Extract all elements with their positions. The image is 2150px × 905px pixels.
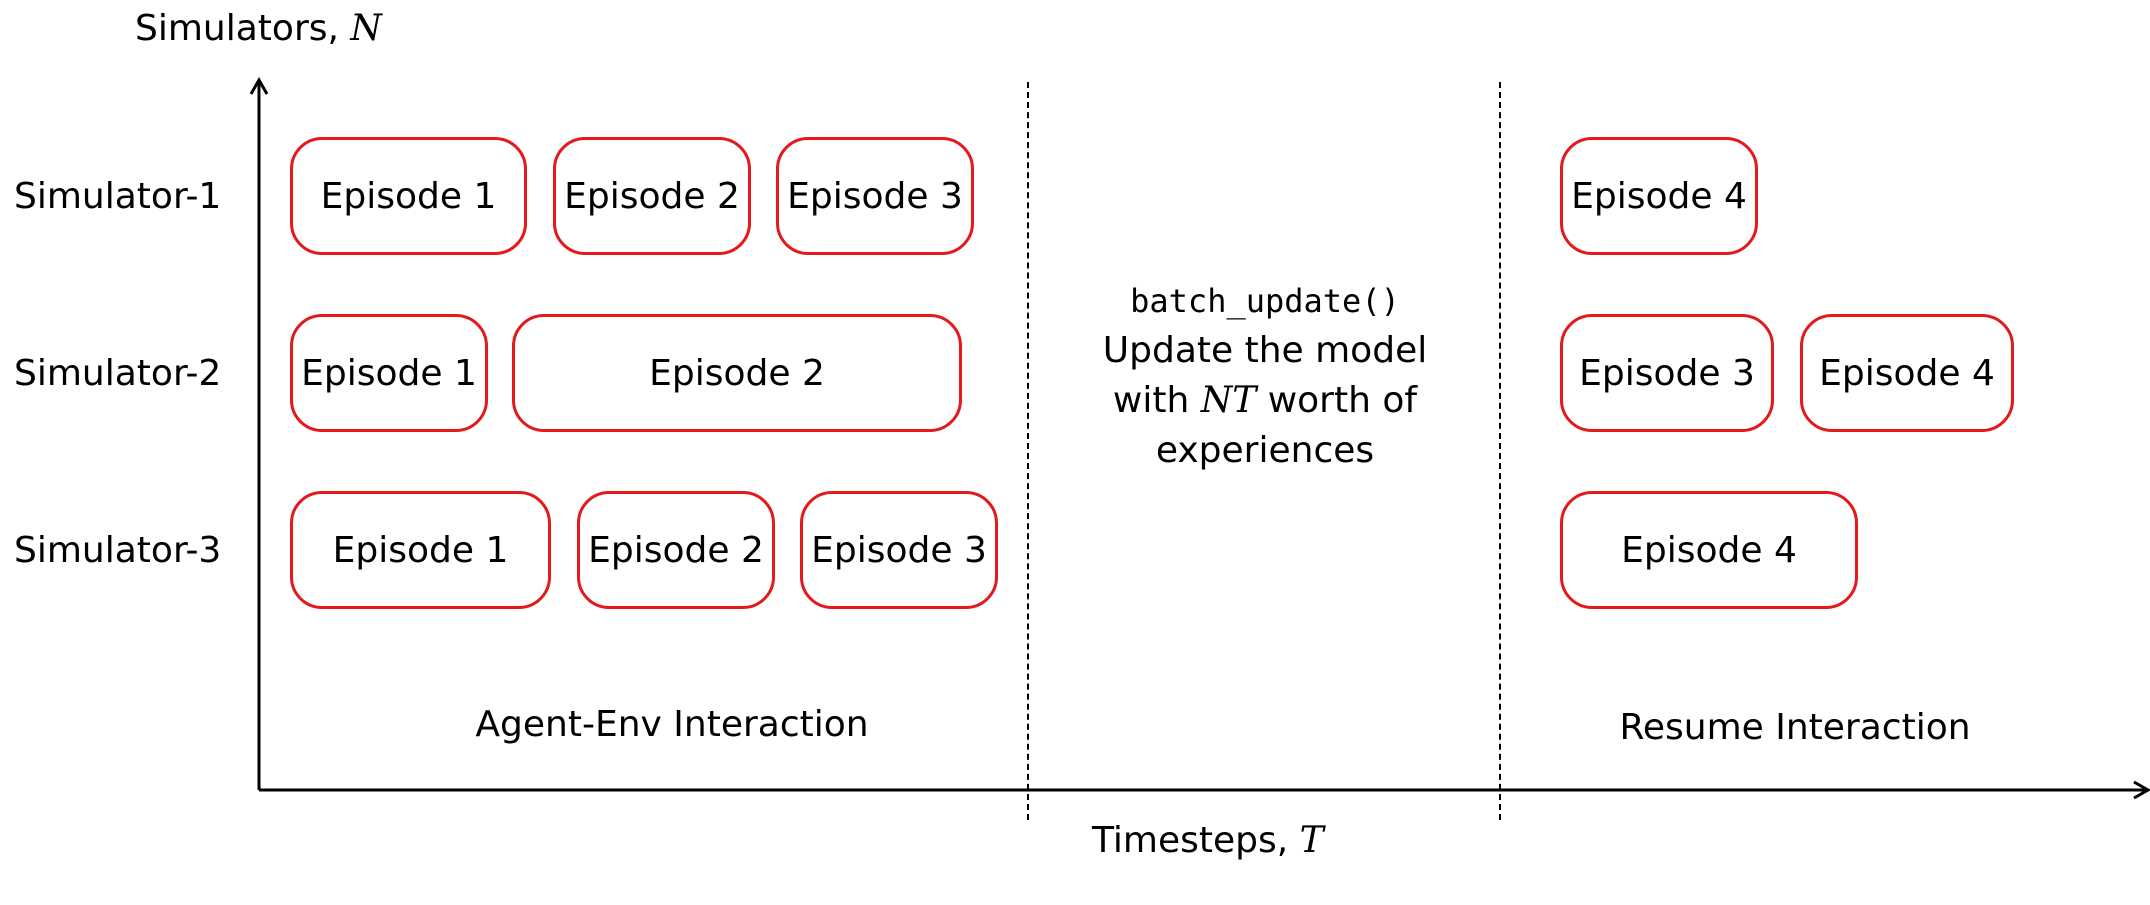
phase-divider-update-start bbox=[1027, 82, 1029, 820]
sim2-episode-2: Episode 2 bbox=[512, 314, 962, 432]
y-axis-variable: N bbox=[350, 8, 382, 49]
row-label-simulator-3: Simulator-3 bbox=[14, 530, 222, 571]
sim3-episode-4: Episode 4 bbox=[1560, 491, 1858, 609]
update-line-3: experiences bbox=[1155, 430, 1375, 471]
sim3-episode-2: Episode 2 bbox=[577, 491, 775, 609]
x-axis-label: Timesteps, T bbox=[1092, 820, 1324, 862]
phase-label-resume: Resume Interaction bbox=[1619, 707, 1971, 748]
x-axis-arrowhead bbox=[2133, 780, 2150, 800]
sim1-episode-1: Episode 1 bbox=[290, 137, 527, 255]
update-line-2-prefix: with bbox=[1112, 380, 1201, 421]
x-axis-label-text: Timesteps, bbox=[1092, 820, 1300, 861]
phase-divider-update-end bbox=[1499, 82, 1501, 820]
y-axis-label: Simulators, N bbox=[135, 8, 382, 50]
y-axis-label-text: Simulators, bbox=[135, 8, 351, 49]
update-line-2-variable: NT bbox=[1200, 380, 1257, 421]
sim1-episode-2: Episode 2 bbox=[553, 137, 751, 255]
x-axis-variable: T bbox=[1299, 820, 1324, 861]
batch-update-function: batch_update() bbox=[1130, 282, 1400, 320]
row-label-simulator-1: Simulator-1 bbox=[14, 176, 222, 217]
sim1-episode-3: Episode 3 bbox=[776, 137, 974, 255]
sim2-episode-1: Episode 1 bbox=[290, 314, 488, 432]
y-axis-arrowhead bbox=[249, 76, 269, 95]
phase-label-interaction: Agent-Env Interaction bbox=[475, 704, 869, 745]
update-line-1: Update the model bbox=[1102, 330, 1428, 371]
sim1-episode-4: Episode 4 bbox=[1560, 137, 1758, 255]
sim2-episode-3: Episode 3 bbox=[1560, 314, 1774, 432]
sim3-episode-3: Episode 3 bbox=[800, 491, 998, 609]
row-label-simulator-2: Simulator-2 bbox=[14, 353, 222, 394]
sim2-episode-4: Episode 4 bbox=[1800, 314, 2014, 432]
batch-update-description: batch_update() Update the model with NT … bbox=[1103, 276, 1427, 476]
update-line-2-suffix: worth of bbox=[1256, 380, 1418, 421]
sim3-episode-1: Episode 1 bbox=[290, 491, 551, 609]
update-line-2: with NT worth of bbox=[1103, 376, 1427, 426]
